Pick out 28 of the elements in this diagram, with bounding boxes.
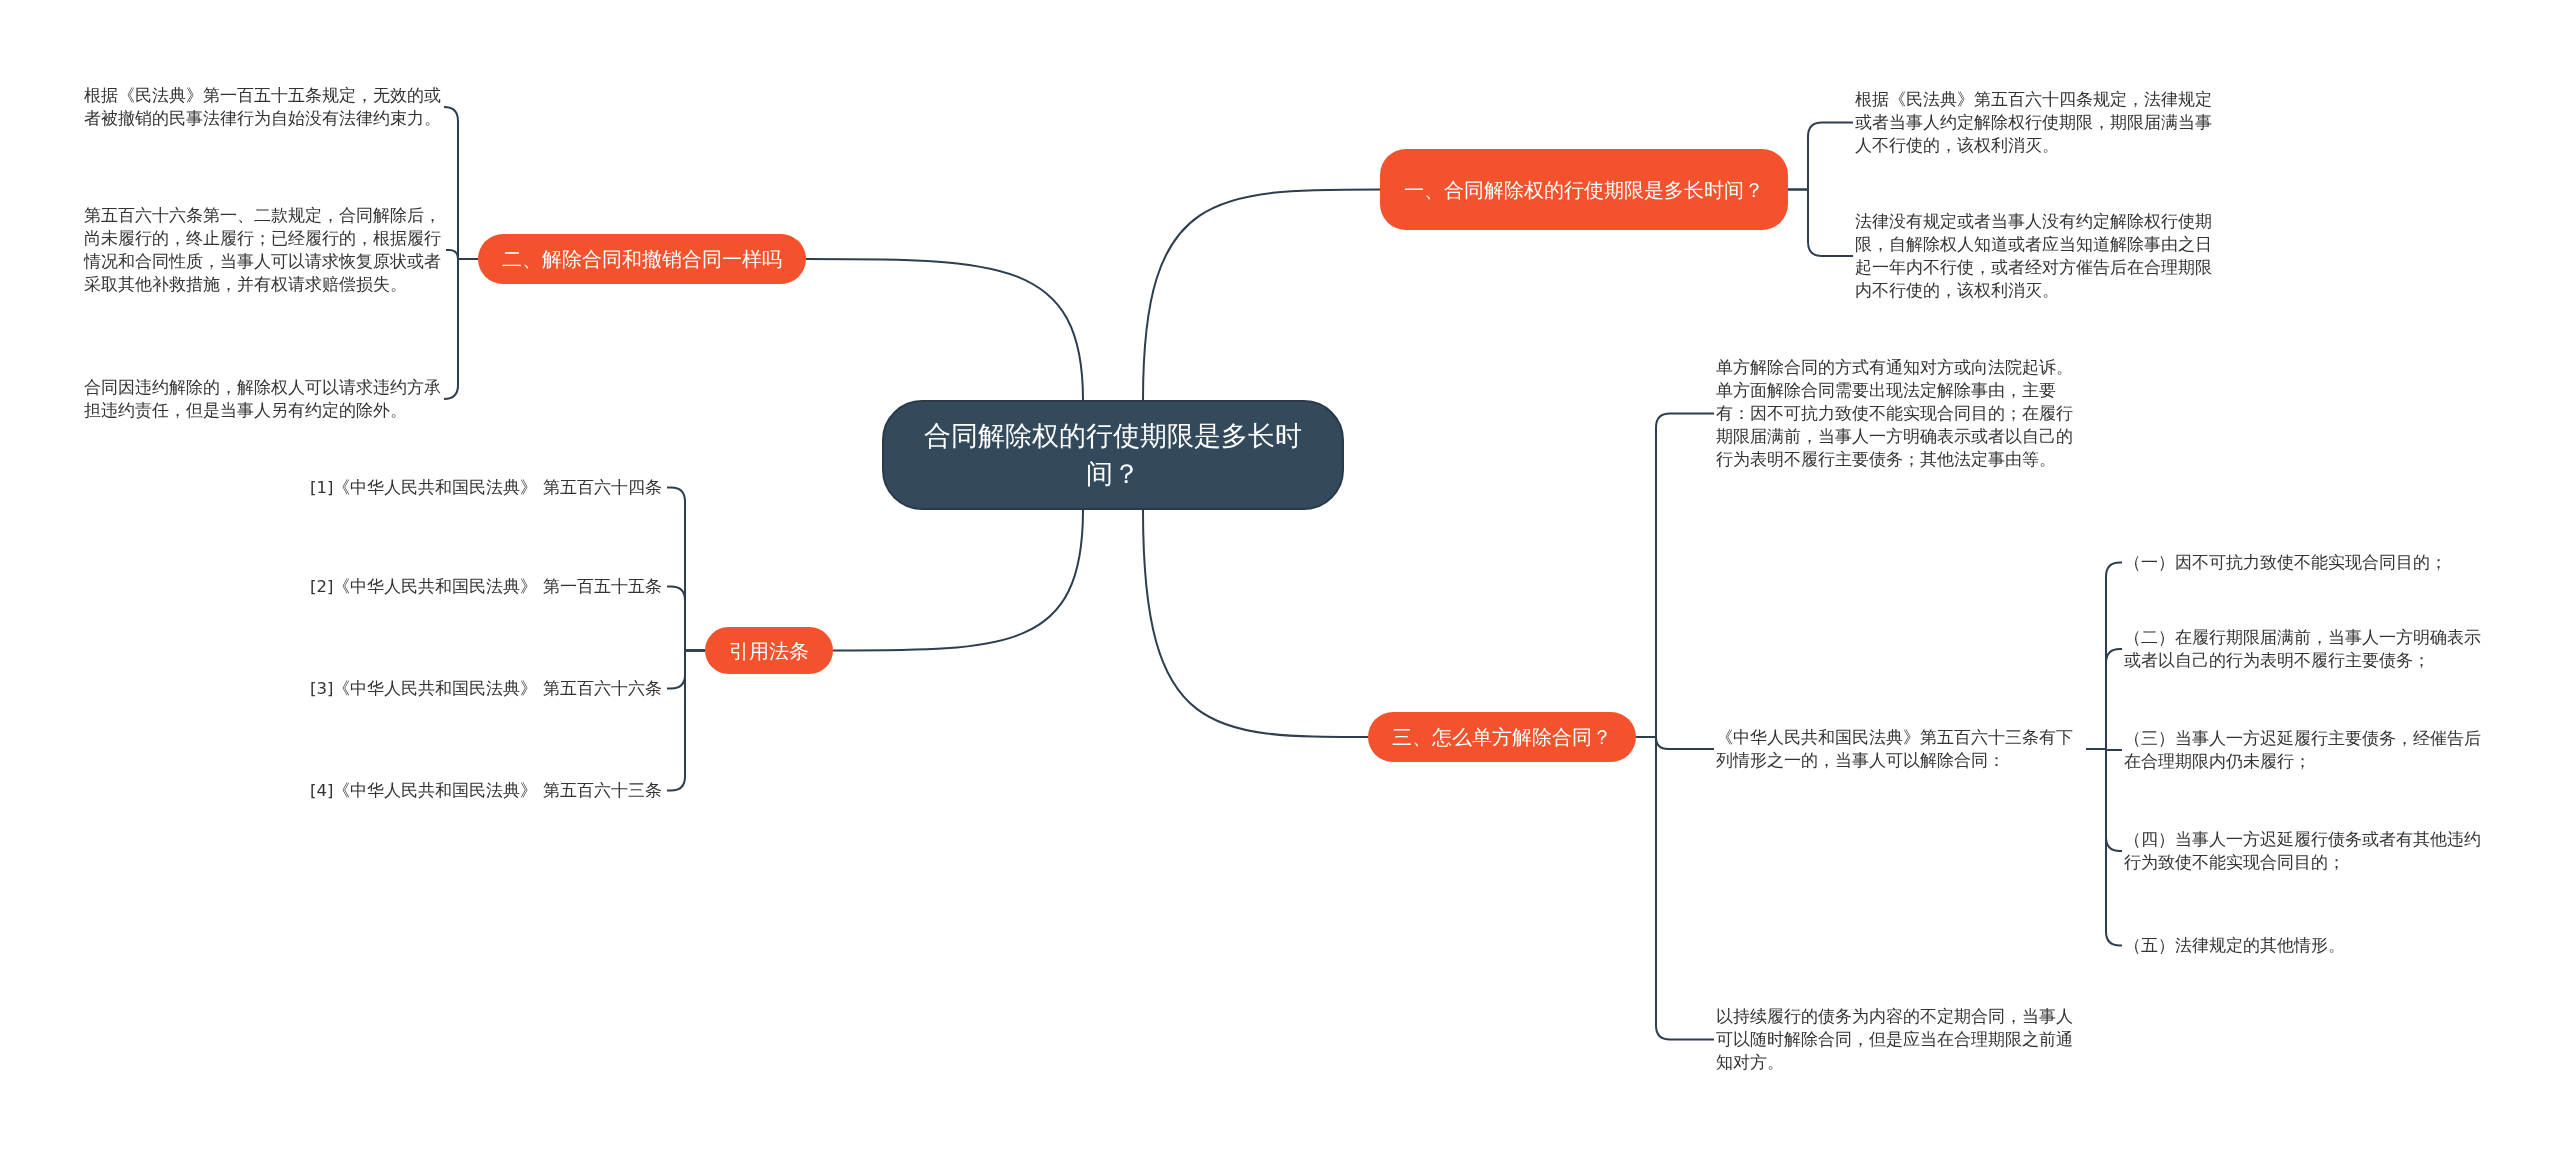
connector-line <box>832 509 1084 652</box>
connector-line <box>1142 509 1369 738</box>
note-text: （二）在履行期限届满前，当事人一方明确表示或者以自己的行为表明不履行主要债务； <box>2124 626 2494 672</box>
note-text: 以持续履行的债务为内容的不定期合同，当事人可以随时解除合同，但是应当在合理期限之前通知对方。 <box>1716 1005 2086 1074</box>
note-text: 单方解除合同的方式有通知对方或向法院起诉。单方面解除合同需要出现法定解除事由，主要有：因不可抗力致使不能实现合同目的；在履行期限届满前，当事人一方明确表示或者以自己的行为表明不履行主要债务；其他法定事由等。 <box>1716 356 2086 471</box>
note-text: [2]《中华人民共和国民法典》 第一百五十五条 <box>310 575 665 598</box>
note-text: 法律没有规定或者当事人没有约定解除权行使期限，自解除权人知道或者应当知道解除事由之日起一年内不行使，或者经对方催告后在合理期限内不行使的，该权利消灭。 <box>1855 210 2220 302</box>
note-text: （一）因不可抗力致使不能实现合同目的； <box>2124 551 2494 574</box>
connector-line <box>1787 188 1854 257</box>
connector-line <box>1635 736 1715 1041</box>
note-text: （三）当事人一方迟延履行主要债务，经催告后在合理期限内仍未履行； <box>2124 727 2494 773</box>
connector-line <box>805 258 1084 401</box>
note-text: （四）当事人一方迟延履行债务或者有其他违约行为致使不能实现合同目的； <box>2124 828 2494 874</box>
note-text: （五）法律规定的其他情形。 <box>2124 934 2494 957</box>
central-topic: 合同解除权的行使期限是多长时间？ <box>882 400 1344 510</box>
note-text: [3]《中华人民共和国民法典》 第五百六十六条 <box>310 677 665 700</box>
note-text: 《中华人民共和国民法典》第五百六十三条有下列情形之一的，当事人可以解除合同： <box>1716 726 2086 772</box>
branch-topic: 引用法条 <box>705 627 833 674</box>
note-text: 根据《民法典》第五百六十四条规定，法律规定或者当事人约定解除权行使期限，期限届满当事人不行使的，该权利消灭。 <box>1855 88 2220 157</box>
branch-topic: 三、怎么单方解除合同？ <box>1368 712 1636 762</box>
note-text: 根据《民法典》第一百五十五条规定，无效的或者被撤销的民事法律行为自始没有法律约束力。 <box>84 84 444 130</box>
note-text: [1]《中华人民共和国民法典》 第五百六十四条 <box>310 476 665 499</box>
branch-topic: 二、解除合同和撤销合同一样吗 <box>478 234 806 284</box>
connector-line <box>1142 188 1381 401</box>
note-text: [4]《中华人民共和国民法典》 第五百六十三条 <box>310 779 665 802</box>
note-text: 第五百六十六条第一、二款规定，合同解除后，尚未履行的，终止履行；已经履行的，根据履行情况和合同性质，当事人可以请求恢复原状或者采取其他补救措施，并有权请求赔偿损失。 <box>84 204 444 296</box>
branch-topic: 一、合同解除权的行使期限是多长时间？ <box>1380 149 1788 230</box>
note-text: 合同因违约解除的，解除权人可以请求违约方承担违约责任，但是当事人另有约定的除外。 <box>84 376 444 422</box>
